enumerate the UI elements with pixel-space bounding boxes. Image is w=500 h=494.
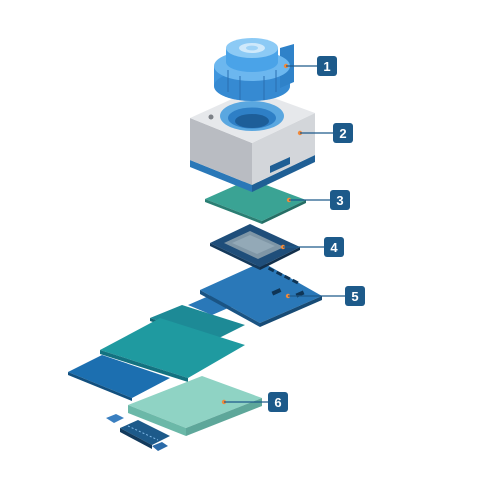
lens-glass-center <box>246 45 258 51</box>
callout-3: 3 <box>330 190 350 210</box>
flex-sheet-tab <box>68 355 170 398</box>
callout-5-label: 5 <box>351 289 358 304</box>
callout-6: 6 <box>268 392 288 412</box>
circuit-board <box>188 262 322 327</box>
holder-base-front <box>190 160 252 192</box>
callout-2-label: 2 <box>339 126 346 141</box>
holder-bore-depth <box>235 114 269 128</box>
stiffener-plate-right <box>186 398 262 436</box>
filter-top <box>205 179 306 221</box>
stiffener-plate-front <box>128 405 186 436</box>
pcb-components <box>267 266 305 298</box>
lens-holder <box>190 90 315 192</box>
callouts: 1 2 3 4 5 6 <box>224 56 365 412</box>
pcb-top <box>200 262 322 323</box>
pcb-front <box>200 290 260 327</box>
board-connector <box>106 414 170 451</box>
callout-4: 4 <box>324 237 344 257</box>
callout-1-label: 1 <box>323 59 330 74</box>
stiffener-plate <box>128 376 262 436</box>
stiffener-plate-top <box>128 376 262 428</box>
holder-front-face <box>190 118 252 185</box>
filter-right <box>262 200 306 224</box>
flex-sheet-tab-side <box>68 372 132 401</box>
callout-4-label: 4 <box>330 240 338 255</box>
callout-2: 2 <box>333 123 353 143</box>
callout-3-label: 3 <box>336 193 343 208</box>
flex-ribbon-upper <box>150 305 245 340</box>
lens-assembly <box>214 38 294 101</box>
connector-side <box>120 428 152 449</box>
pcb-right <box>260 296 322 327</box>
filter-front <box>205 199 262 224</box>
callout-1: 1 <box>317 56 337 76</box>
ir-filter <box>205 179 306 224</box>
sensor-base-right <box>260 247 300 270</box>
holder-connector-slot <box>270 157 290 173</box>
flex-sheet-large-side <box>100 350 188 382</box>
holder-base-right <box>252 155 315 192</box>
flex-sheet-large <box>100 318 245 378</box>
connector-end-cap <box>152 442 168 451</box>
sensor-die-inner <box>232 235 275 254</box>
holder-screw-hole <box>208 114 214 120</box>
callout-6-label: 6 <box>274 395 281 410</box>
lens-barrel-ribs <box>227 70 277 100</box>
flex-cable-assembly <box>68 305 245 401</box>
callout-5: 5 <box>345 286 365 306</box>
connector-body <box>120 420 170 445</box>
connector-pins <box>127 425 159 441</box>
image-sensor <box>210 224 300 270</box>
sensor-base-front <box>210 243 260 270</box>
connector-pin-block <box>106 414 124 423</box>
